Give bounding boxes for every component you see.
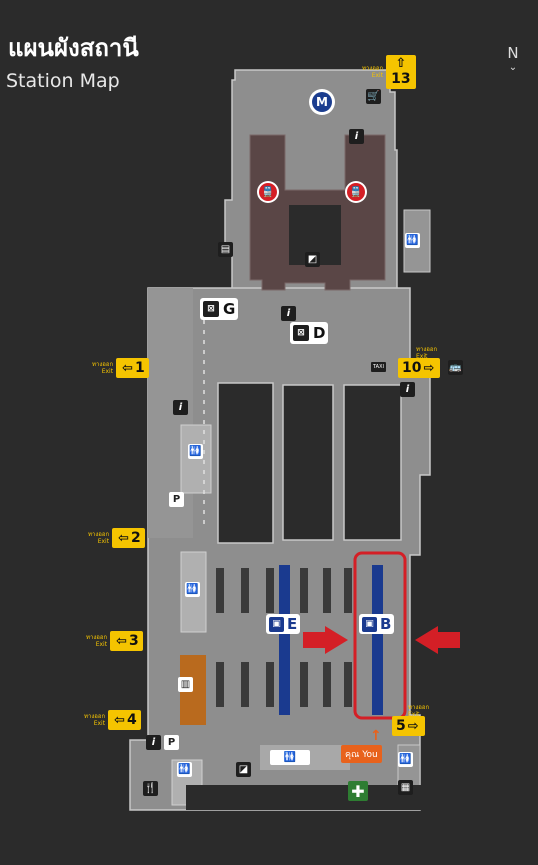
bus-platform-icon: ▣ xyxy=(269,616,284,632)
exit-arrow-left-icon: ⇦ xyxy=(114,712,125,728)
ticket-gate-icon: ⊠ xyxy=(293,325,309,341)
exit-arrow-left-icon: ⇦ xyxy=(122,360,133,376)
shop-icon: 🛒 xyxy=(366,89,381,104)
restroom-icon: 🚻 xyxy=(405,233,420,248)
luggage-icon: ▥ xyxy=(178,677,193,692)
platform-e-label: ▣E xyxy=(266,614,301,634)
restroom-icon: 🚻 xyxy=(188,444,203,459)
zone-d-label: ⊠D xyxy=(290,322,329,344)
restroom-icon: 🚻 xyxy=(177,762,192,777)
page-title-english: Station Map xyxy=(6,70,120,92)
exit-arrow-right-icon: ⇨ xyxy=(423,360,435,376)
page-title-thai: แผนผังสถานี xyxy=(8,34,139,62)
restroom-icon: 🚻 xyxy=(270,750,310,765)
you-are-here-arrow-icon: ↑ xyxy=(370,728,382,744)
north-arrow-icon: ⌄ xyxy=(508,62,518,73)
restroom-icon: 🚻 xyxy=(398,752,413,767)
elevator-icon: ◪ xyxy=(236,762,251,777)
zone-g-label: ⊠G xyxy=(200,298,239,320)
restroom-icon: 🚻 xyxy=(185,582,200,597)
atm-icon: ▦ xyxy=(398,780,413,795)
platform-b-label: ▣B xyxy=(359,614,395,634)
info-icon: i xyxy=(173,400,188,415)
parking-icon: P xyxy=(164,735,179,750)
exit-arrow-right-icon: ⇨ xyxy=(407,718,419,734)
restaurant-icon: 🍴 xyxy=(143,781,158,796)
train-icon: 🚆 xyxy=(257,181,279,203)
info-icon: i xyxy=(349,129,364,144)
exit-arrow-up-icon: ⇧ xyxy=(395,56,407,71)
info-icon: i xyxy=(400,382,415,397)
ticket-machine-icon: ▤ xyxy=(218,242,233,257)
ticket-gate-icon: ⊠ xyxy=(203,301,219,317)
info-icon: i xyxy=(281,306,296,321)
parking-icon: P xyxy=(169,492,184,507)
you-are-here-marker: คุณ You xyxy=(341,745,382,763)
info-icon: i xyxy=(146,735,161,750)
escalator-icon: ◩ xyxy=(305,252,320,267)
bus-platform-icon: ▣ xyxy=(362,616,377,632)
bus-icon: 🚌 xyxy=(448,360,463,375)
exit-arrow-left-icon: ⇦ xyxy=(116,633,127,649)
taxi-label: TAXI xyxy=(371,362,386,372)
exit-arrow-left-icon: ⇦ xyxy=(118,530,129,546)
metro-logo-icon: M xyxy=(309,89,335,115)
first-aid-icon: ✚ xyxy=(348,781,368,801)
train-icon: 🚆 xyxy=(345,181,367,203)
north-indicator: N xyxy=(507,44,519,62)
